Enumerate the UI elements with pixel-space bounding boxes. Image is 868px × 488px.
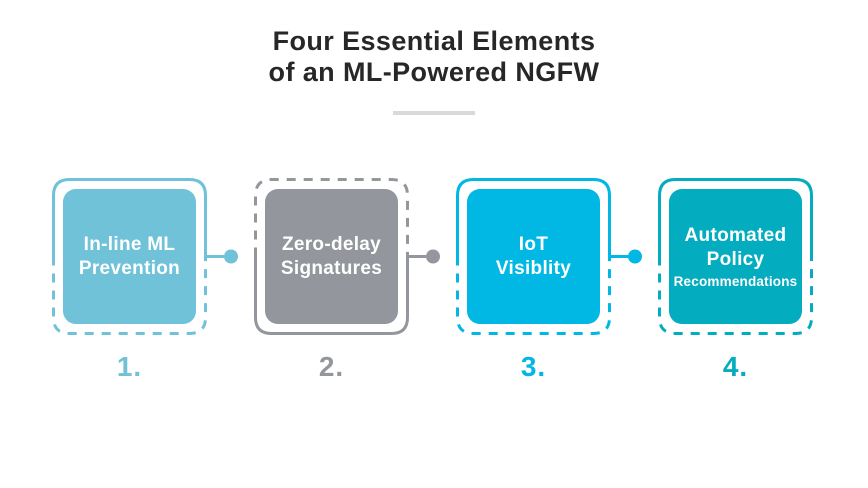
connector-dot <box>426 249 440 264</box>
card-number: 4. <box>722 351 749 382</box>
title-line-2: of an ML-Powered NGFW <box>268 57 600 87</box>
card-label-line-1: IoT <box>518 233 549 255</box>
card-zero-delay-signatures: Zero-delay Signatures 2. <box>254 178 440 383</box>
card-automated-policy-recommendations: Automated Policy Recommendations 4. <box>658 178 813 383</box>
card-box: Zero-delay Signatures <box>254 178 440 335</box>
card-in-line-ml-prevention: In-line ML Prevention 1. <box>52 178 238 383</box>
card-label-line-1: Automated <box>684 224 787 246</box>
card-box: Automated Policy Recommendations <box>658 178 813 335</box>
card-body: IoT Visiblity <box>467 189 600 324</box>
card-label-line-2: Signatures <box>280 257 383 279</box>
cards-row: In-line ML Prevention 1. Zero-delay Sign… <box>52 178 813 383</box>
title-line-1: Four Essential Elements <box>272 26 596 56</box>
card-label-line-1: In-line ML <box>83 233 176 255</box>
card-label-sub: Recommendations <box>673 273 798 289</box>
card-box: IoT Visiblity <box>456 178 642 335</box>
card-number: 3. <box>520 351 547 382</box>
card-label-line-1: Zero-delay <box>281 233 382 255</box>
connector-dot <box>224 249 238 264</box>
card-body: In-line ML Prevention <box>63 189 196 324</box>
card-number: 2. <box>318 351 345 382</box>
card-box: In-line ML Prevention <box>52 178 238 335</box>
card-body: Automated Policy Recommendations <box>669 189 802 324</box>
card-number: 1. <box>116 351 143 382</box>
card-iot-visibility: IoT Visiblity 3. <box>456 178 642 383</box>
card-body: Zero-delay Signatures <box>265 189 398 324</box>
title-divider <box>393 111 475 115</box>
card-label-line-2: Prevention <box>78 257 181 279</box>
card-label-line-2: Policy <box>706 248 765 270</box>
page-title: Four Essential Elements of an ML-Powered… <box>0 26 868 88</box>
connector-dot <box>628 249 642 264</box>
card-label-line-2: Visiblity <box>495 257 572 279</box>
